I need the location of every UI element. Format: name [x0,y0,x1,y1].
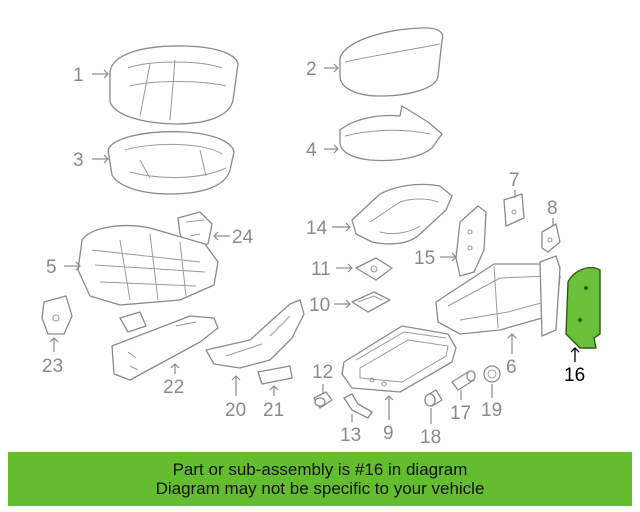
label-part-12: 12 [312,362,333,383]
part-5-seat-frame[interactable] [77,225,219,333]
part-8-bracket[interactable] [541,223,561,253]
label-part-11: 11 [311,259,331,280]
part-9-storage-bin[interactable] [341,325,457,393]
leader-lines [49,63,580,424]
label-part-6: 6 [506,357,517,378]
label-part-4: 4 [306,140,317,161]
label-part-15: 15 [414,248,435,269]
parts-diagram: 1 2 3 4 24 5 14 11 10 15 7 8 23 22 20 21… [41,27,601,448]
label-part-8: 8 [547,198,558,219]
part-15-bracket[interactable] [455,205,487,277]
part-2-cushion[interactable] [339,27,444,97]
label-part-14: 14 [306,218,328,239]
label-part-10: 10 [309,295,330,316]
label-part-16: 16 [564,365,585,386]
part-20-side-shield[interactable] [205,299,305,369]
info-banner: Part or sub-assembly is #16 in diagram D… [8,452,632,506]
part-12-grommet[interactable] [313,391,333,409]
part-22-rail-cover[interactable] [111,315,219,381]
part-13-latch[interactable] [343,393,373,419]
part-11-bracket[interactable] [355,257,393,281]
part-19-cap[interactable] [483,365,501,383]
part-18-bushing[interactable] [424,389,443,407]
label-part-13: 13 [340,425,361,446]
part-17-bushing[interactable] [451,370,476,391]
label-part-18: 18 [420,427,441,448]
part-7-plate[interactable] [503,193,525,227]
part-23-bracket[interactable] [41,295,73,335]
part-3-cushion-pad[interactable] [107,131,235,195]
part-10-plate[interactable] [351,291,391,313]
label-part-23: 23 [42,356,63,377]
label-part-20: 20 [225,400,246,421]
label-part-2: 2 [306,59,317,80]
label-part-21: 21 [263,400,284,421]
label-part-24: 24 [232,227,254,248]
label-part-17: 17 [450,403,471,424]
part-1-seat-cushion[interactable] [109,45,239,125]
part-21-cover[interactable] [257,365,293,385]
label-part-5: 5 [46,257,57,278]
label-part-1: 1 [73,65,84,86]
part-6-base-frame[interactable] [435,255,561,337]
part-4-pad[interactable] [339,105,443,162]
banner-line-1: Part or sub-assembly is #16 in diagram [172,460,468,479]
banner-line-2: Diagram may not be specific to your vehi… [155,479,485,498]
part-16-side-panel[interactable] [565,266,601,349]
label-part-22: 22 [163,377,184,398]
part-24-bracket[interactable] [177,211,213,247]
label-part-3: 3 [73,150,84,171]
part-14-tray[interactable] [351,183,453,245]
label-part-19: 19 [481,400,502,421]
label-part-7: 7 [509,170,520,191]
label-part-9: 9 [383,423,394,444]
